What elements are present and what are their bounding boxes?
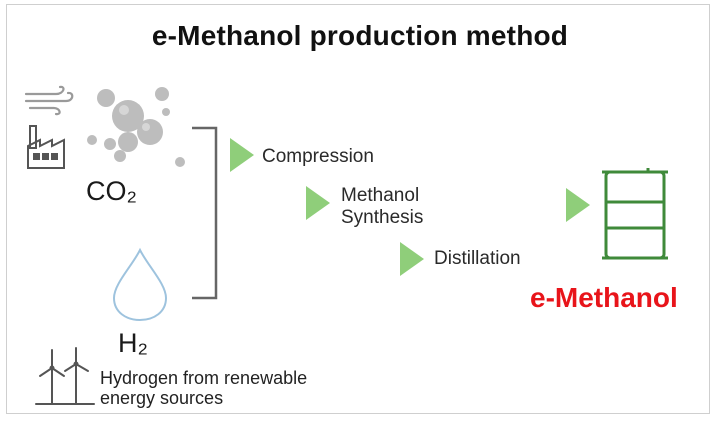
diagram-title: e-Methanol production method (151, 20, 569, 51)
wind-turbines-icon (35, 347, 95, 405)
step-arrow-icon (400, 242, 424, 276)
product-label: e-Methanol (530, 282, 678, 313)
step-arrow-icon (306, 186, 330, 220)
hydrogen-source-line-1: Hydrogen from renewable (100, 368, 308, 388)
step-arrow-icon (230, 138, 254, 172)
diagram-frame (6, 4, 710, 414)
step-arrow-icon (566, 188, 590, 222)
bracket-icon (192, 126, 218, 300)
step-synthesis-label: Methanol Synthesis (341, 185, 423, 229)
factory-icon (27, 125, 65, 169)
step-distillation-label: Distillation (434, 248, 521, 269)
wind-icon (24, 85, 74, 116)
hydrogen-source-line-2: energy sources (100, 388, 224, 408)
co2-bubbles-icon (87, 87, 185, 167)
step-compression-label: Compression (262, 146, 374, 167)
co2-label: CO₂ (86, 176, 137, 206)
h2-label: H₂ (118, 328, 148, 358)
hydrogen-source-note: Hydrogen from renewable energy sources (100, 368, 307, 408)
step-synthesis-line-1: Methanol (341, 185, 420, 206)
step-synthesis-line-2: Synthesis (341, 207, 424, 228)
barrel-icon (602, 168, 668, 260)
water-drop-icon (112, 247, 168, 322)
